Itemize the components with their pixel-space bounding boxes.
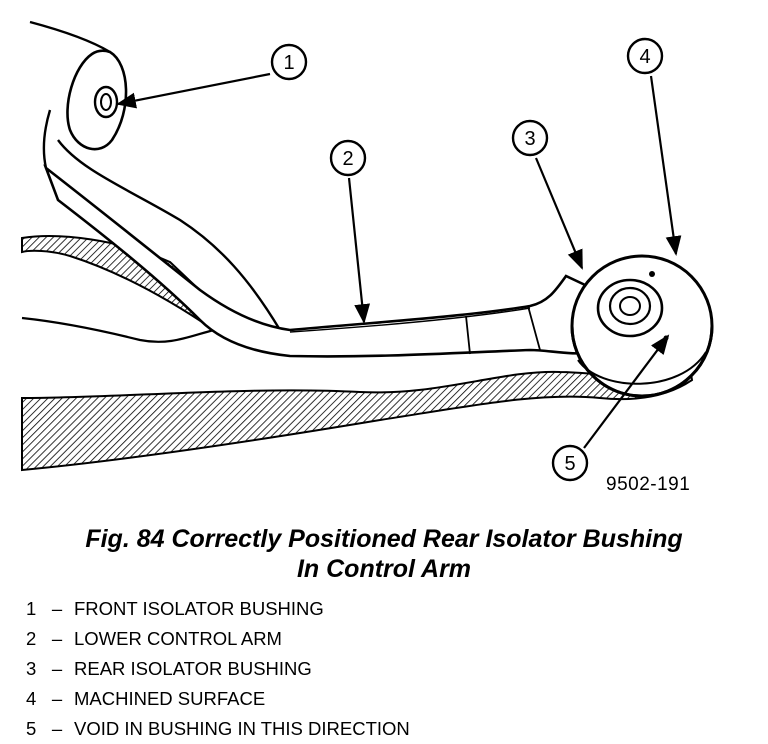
legend-number: 2 [26,628,37,649]
control-arm-collar [465,305,541,355]
svg-text:1: 1 [283,52,294,74]
legend-text: LOWER CONTROL ARM [74,628,282,649]
legend-dash: – [51,658,63,679]
figure-code: 9502-191 [606,474,691,495]
caption-line-1: Fig. 84 Correctly Positioned Rear Isolat… [85,525,683,553]
callout-3: 3 [511,119,549,157]
legend-list: 1–FRONT ISOLATOR BUSHING 2–LOWER CONTROL… [26,594,410,744]
body-upper-outline [29,20,282,331]
legend-item: 1–FRONT ISOLATOR BUSHING [26,594,410,624]
svg-text:4: 4 [639,46,650,68]
legend-dash: – [51,598,63,619]
legend-number: 1 [26,598,37,619]
svg-text:3: 3 [524,128,535,150]
callout-1: 1 [270,43,308,81]
rear-isolator-bushing [570,254,714,398]
control-arm-lower-edge [289,307,531,333]
leader-arrow-1 [116,72,271,109]
legend-dash: – [51,688,63,709]
legend-item: 5–VOID IN BUSHING IN THIS DIRECTION [26,714,410,744]
legend-item: 4–MACHINED SURFACE [26,684,410,714]
control-arm-illustration: 1 2 3 4 5 [21,20,714,482]
legend-number: 3 [26,658,37,679]
legend-text: REAR ISOLATOR BUSHING [74,658,312,679]
svg-text:2: 2 [342,148,353,170]
legend-dash: – [51,718,63,739]
legend-dash: – [51,628,63,649]
figure-caption: Fig. 84 Correctly Positioned Rear Isolat… [0,524,768,584]
leader-arrow-5 [583,334,670,449]
legend-number: 5 [26,718,37,739]
leader-arrow-4 [649,75,682,256]
callout-5: 5 [551,444,589,482]
legend-item: 3–REAR ISOLATOR BUSHING [26,654,410,684]
body-panel-outline [21,316,215,343]
legend-item: 2–LOWER CONTROL ARM [26,624,410,654]
leader-arrow-2 [347,177,371,324]
legend-text: VOID IN BUSHING IN THIS DIRECTION [74,718,410,739]
front-isolator-bushing [66,49,128,151]
legend-text: FRONT ISOLATOR BUSHING [74,598,324,619]
callout-2: 2 [329,139,367,177]
legend-number: 4 [26,688,37,709]
legend-text: MACHINED SURFACE [74,688,266,709]
caption-line-2: In Control Arm [296,555,472,583]
frame-hatched-band [21,366,694,472]
callout-4: 4 [626,37,664,75]
svg-text:5: 5 [564,453,575,475]
leader-arrow-3 [534,157,584,270]
